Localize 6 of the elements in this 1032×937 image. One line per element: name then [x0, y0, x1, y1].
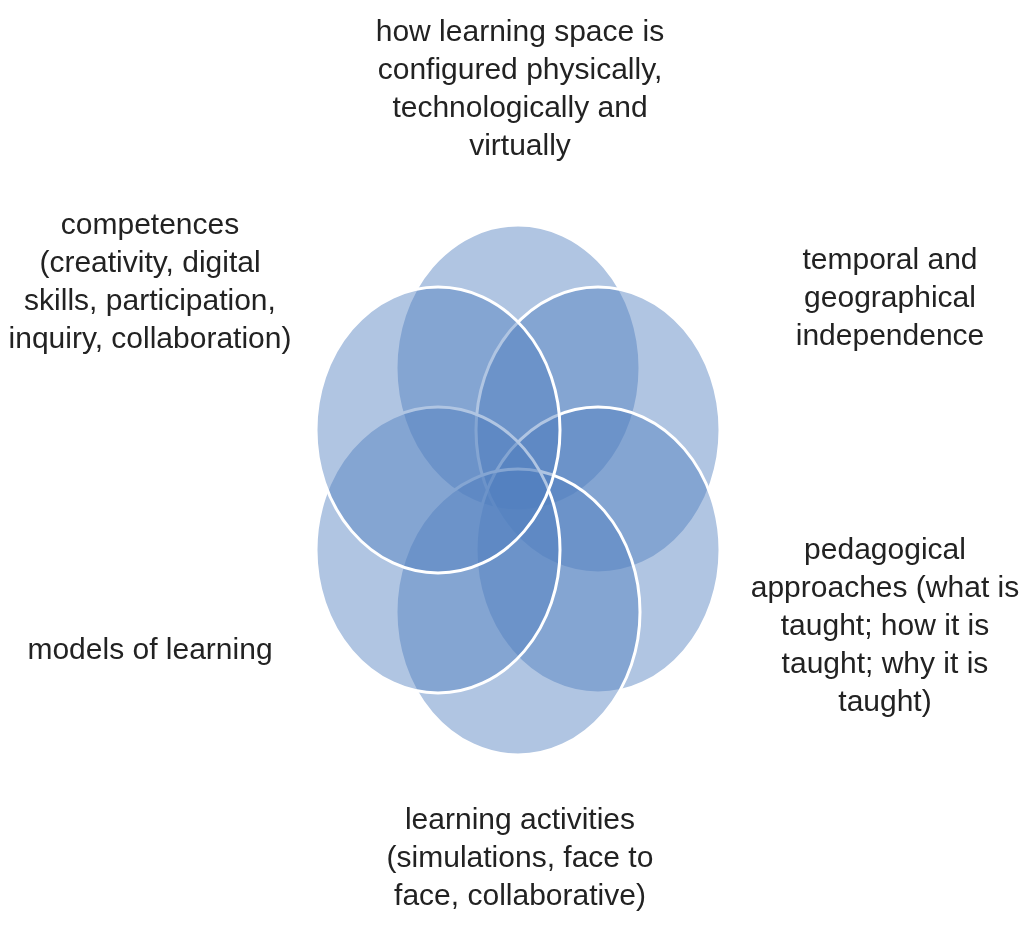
category-label: pedagogical approaches (what is taught; how it is taught; why it is taught) — [749, 531, 1021, 719]
category-label: temporal and geographical independence — [794, 241, 986, 353]
category-label: learning activities (simulations, face to face, collaborative) — [385, 801, 655, 913]
category-label: models of learning — [26, 631, 274, 667]
category-label: how learning space is configured physically, technologically and virtually — [374, 13, 666, 163]
category-label: competences (creativity, digital skills, participation, inquiry, collaboration) — [7, 206, 293, 356]
